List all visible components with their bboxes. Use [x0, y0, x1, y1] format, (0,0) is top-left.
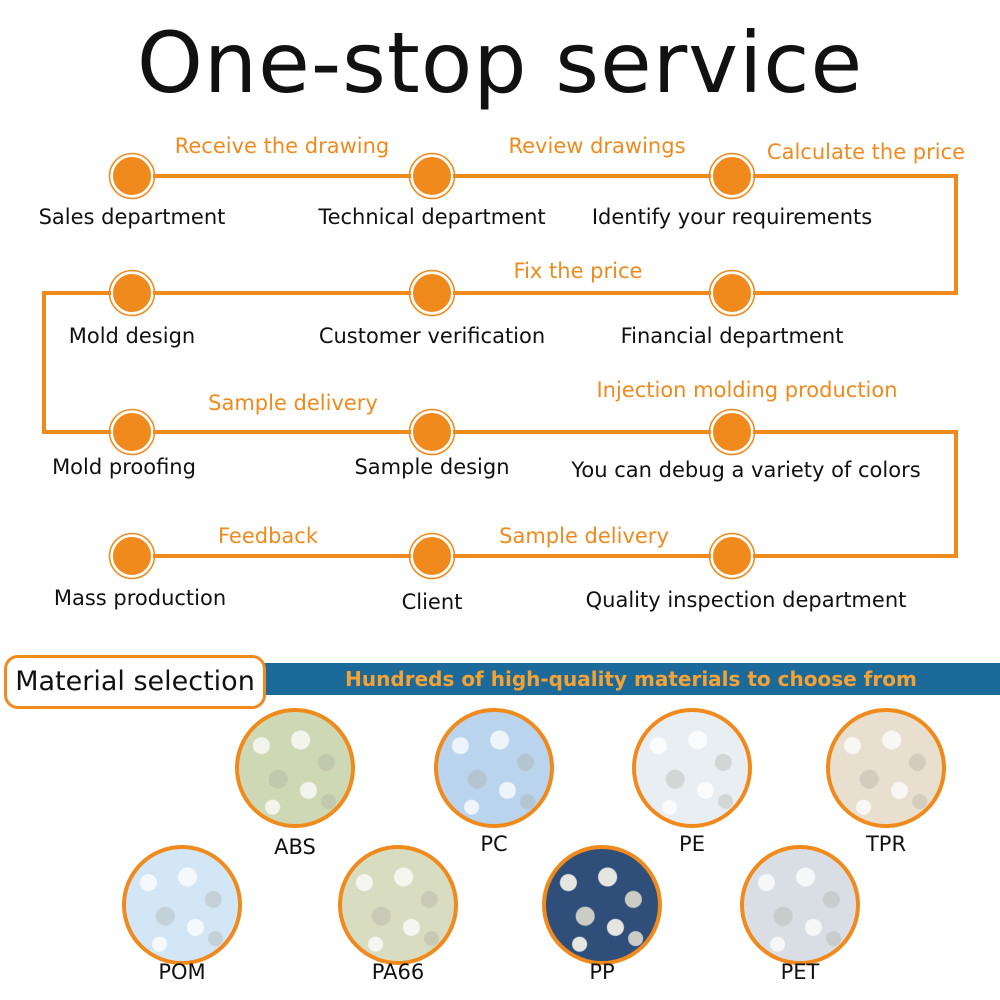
page-title: One-stop service: [136, 14, 864, 112]
flow-edge: [732, 430, 958, 558]
flow-node: [711, 411, 753, 453]
flow-node-ring: [408, 152, 456, 200]
pellet-texture: [830, 712, 942, 824]
flow-edge-label: Injection molding production: [596, 378, 897, 402]
material-image: [740, 845, 860, 965]
material-name: TPR: [865, 832, 907, 856]
flow-edge-labels: Receive the drawing Review drawings Calcul…: [175, 134, 965, 548]
flow-step-label: You can debug a variety of colors: [570, 458, 920, 482]
flow-step-label: Mold proofing: [52, 455, 196, 479]
material-image: [338, 845, 458, 965]
flow-connectors: [42, 174, 958, 558]
flow-node: [111, 155, 153, 197]
flow-node: [711, 535, 753, 577]
material-name: PET: [780, 960, 820, 984]
pellet-texture: [342, 849, 454, 961]
flow-edge-label: Feedback: [218, 524, 319, 548]
material-name: PE: [679, 832, 705, 856]
flow-node: [111, 535, 153, 577]
flow-step-label: Mass production: [54, 586, 226, 610]
flow-node-ring: [408, 532, 456, 580]
flow-node-ring: [708, 152, 756, 200]
flow-node-ring: [408, 269, 456, 317]
flow-node-ring: [408, 408, 456, 456]
flow-node-ring: [708, 269, 756, 317]
material-image: [235, 708, 355, 828]
flow-node: [111, 272, 153, 314]
flow-edge: [732, 174, 958, 295]
flow-edge: [42, 291, 132, 434]
flow-edge-label: Calculate the price: [767, 140, 965, 164]
flow-step-label: Financial department: [621, 324, 844, 348]
flow-node-ring: [108, 408, 156, 456]
flow-step-label: Technical department: [317, 205, 545, 229]
flow-edge-label: Sample delivery: [499, 524, 669, 548]
material-name: POM: [158, 960, 206, 984]
material-image: [122, 845, 242, 965]
flow-edge-label: Receive the drawing: [175, 134, 390, 158]
material-image: [826, 708, 946, 828]
pellet-texture: [239, 712, 351, 824]
material-name: PP: [589, 960, 615, 984]
flow-edge-label: Sample delivery: [208, 391, 378, 415]
flow-node: [111, 411, 153, 453]
flow-node: [411, 272, 453, 314]
flow-step-label: Client: [402, 590, 463, 614]
flow-edge-label: Review drawings: [508, 134, 685, 158]
material-name: PA66: [371, 960, 425, 984]
flow-step-label: Quality inspection department: [586, 588, 907, 612]
pellet-texture: [744, 849, 856, 961]
material-image: [434, 708, 554, 828]
flow-node: [411, 155, 453, 197]
flow-step-label: Customer verification: [319, 324, 545, 348]
material-name: PC: [480, 832, 508, 856]
flow-step-label: Sales department: [39, 205, 226, 229]
material-image: [632, 708, 752, 828]
pellet-texture: [438, 712, 550, 824]
material-name: ABS: [274, 835, 316, 859]
pellet-texture: [546, 849, 658, 961]
material-image: [542, 845, 662, 965]
flow-node: [711, 155, 753, 197]
flow-node-ring: [708, 408, 756, 456]
flow-node: [411, 535, 453, 577]
pellet-texture: [126, 849, 238, 961]
flow-node: [411, 411, 453, 453]
flow-node-ring: [708, 532, 756, 580]
flow-step-label: Mold design: [69, 324, 195, 348]
flow-node-ring: [108, 532, 156, 580]
flow-nodes: [108, 152, 756, 580]
material-banner: Hundreds of high-quality materials to ch…: [262, 663, 1000, 695]
service-flow-diagram: Sales department Technical department Iden…: [39, 134, 965, 614]
material-selection-label: Material selection: [4, 655, 266, 709]
flow-step-label: Sample design: [354, 455, 509, 479]
flow-node-ring: [108, 152, 156, 200]
pellet-texture: [636, 712, 748, 824]
flow-edge-label: Fix the price: [514, 259, 643, 283]
flow-node-ring: [108, 269, 156, 317]
flow-step-label: Identify your requirements: [592, 205, 872, 229]
flow-step-labels: Sales department Technical department Iden…: [39, 205, 921, 614]
flow-node: [711, 272, 753, 314]
